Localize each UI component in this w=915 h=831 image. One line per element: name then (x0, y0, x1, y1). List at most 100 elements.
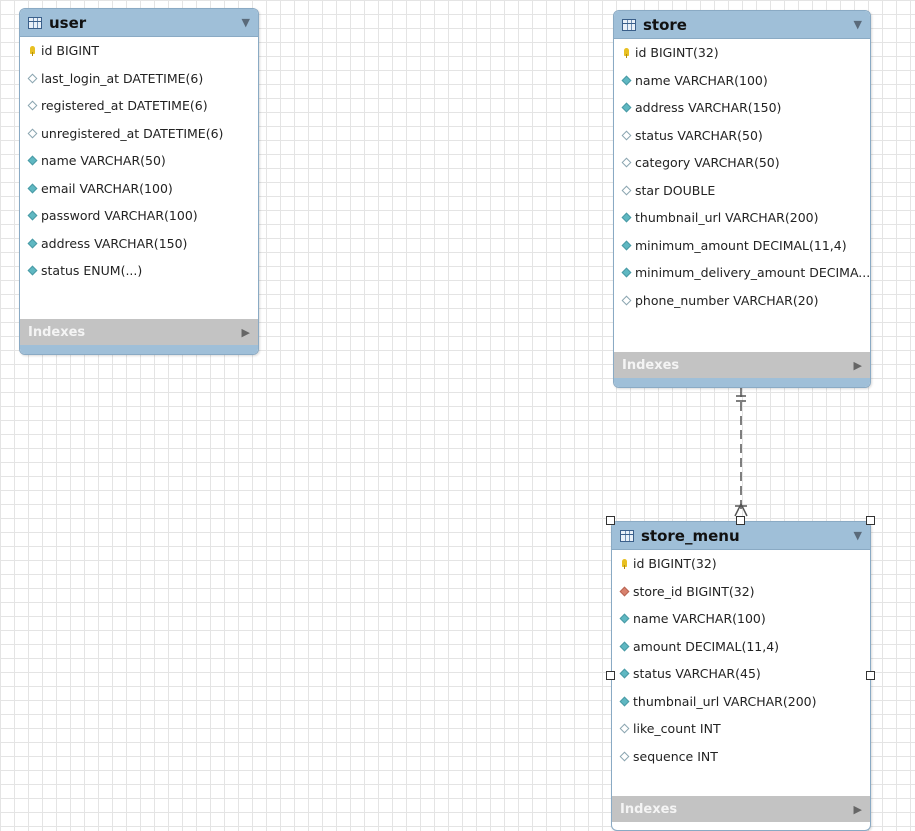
resize-handle-middle-left[interactable] (606, 671, 615, 680)
column-row[interactable]: status ENUM(...) (20, 257, 258, 285)
column-label: registered_at DATETIME(6) (41, 98, 208, 114)
column-row[interactable]: status VARCHAR(50) (614, 122, 870, 150)
column-label: thumbnail_url VARCHAR(200) (633, 693, 817, 709)
table-title: store (643, 15, 687, 34)
column-label: status VARCHAR(45) (633, 666, 761, 682)
expand-arrow-icon[interactable]: ▶ (241, 325, 250, 339)
column-row[interactable]: minimum_delivery_amount DECIMA... (614, 259, 870, 287)
not-null-diamond-icon (621, 240, 631, 251)
column-label: minimum_amount DECIMAL(11,4) (635, 237, 847, 253)
column-label: thumbnail_url VARCHAR(200) (635, 210, 819, 226)
column-list: id BIGINT(32) store_id BIGINT(32) name VAR… (612, 550, 870, 770)
not-null-diamond-icon (619, 696, 629, 707)
column-row[interactable]: minimum_amount DECIMAL(11,4) (614, 232, 870, 260)
not-null-diamond-icon (27, 155, 37, 166)
nullable-diamond-icon (27, 73, 37, 84)
column-row[interactable]: id BIGINT (20, 37, 258, 65)
nullable-diamond-icon (27, 100, 37, 111)
column-label: star DOUBLE (635, 182, 716, 198)
nullable-diamond-icon (621, 130, 631, 141)
column-row[interactable]: id BIGINT(32) (612, 550, 870, 578)
table-user[interactable]: user ▼ id BIGINT last_login_at DATETIME(6… (19, 8, 259, 355)
not-null-diamond-icon (27, 183, 37, 194)
nullable-diamond-icon (621, 295, 631, 306)
column-label: name VARCHAR(100) (633, 611, 766, 627)
table-icon (622, 18, 636, 31)
column-row[interactable]: registered_at DATETIME(6) (20, 92, 258, 120)
column-row[interactable]: address VARCHAR(150) (20, 230, 258, 258)
column-label: phone_number VARCHAR(20) (635, 292, 819, 308)
table-store[interactable]: store ▼ id BIGINT(32) name VARCHAR(100) ad… (613, 10, 871, 388)
column-row[interactable]: star DOUBLE (614, 177, 870, 205)
nullable-diamond-icon (619, 723, 629, 734)
not-null-diamond-icon (621, 75, 631, 86)
column-row[interactable]: password VARCHAR(100) (20, 202, 258, 230)
column-label: address VARCHAR(150) (635, 100, 782, 116)
primary-key-icon (621, 47, 631, 58)
not-null-diamond-icon (619, 668, 629, 679)
table-footer (614, 378, 870, 387)
column-label: minimum_delivery_amount DECIMA... (635, 265, 870, 281)
indexes-section[interactable]: Indexes ▶ (614, 352, 870, 378)
column-label: like_count INT (633, 721, 721, 737)
column-row[interactable]: sequence INT (612, 743, 870, 771)
column-label: name VARCHAR(100) (635, 72, 768, 88)
nullable-diamond-icon (621, 185, 631, 196)
expand-arrow-icon[interactable]: ▶ (853, 358, 862, 372)
column-row[interactable]: name VARCHAR(100) (612, 605, 870, 633)
collapse-chevron-icon[interactable]: ▼ (853, 18, 862, 31)
column-row[interactable]: like_count INT (612, 715, 870, 743)
column-label: id BIGINT(32) (635, 45, 719, 61)
column-row[interactable]: category VARCHAR(50) (614, 149, 870, 177)
primary-key-icon (27, 45, 37, 56)
column-row[interactable]: address VARCHAR(150) (614, 94, 870, 122)
column-label: last_login_at DATETIME(6) (41, 70, 204, 86)
not-null-diamond-icon (619, 613, 629, 624)
not-null-diamond-icon (27, 265, 37, 276)
indexes-label: Indexes (622, 357, 680, 373)
column-label: address VARCHAR(150) (41, 235, 188, 251)
column-label: category VARCHAR(50) (635, 155, 780, 171)
column-list: id BIGINT(32) name VARCHAR(100) address VA… (614, 39, 870, 314)
primary-key-icon (619, 558, 629, 569)
column-row[interactable]: phone_number VARCHAR(20) (614, 287, 870, 315)
column-row[interactable]: thumbnail_url VARCHAR(200) (614, 204, 870, 232)
collapse-chevron-icon[interactable]: ▼ (853, 529, 862, 542)
indexes-label: Indexes (28, 324, 86, 340)
nullable-diamond-icon (619, 751, 629, 762)
collapse-chevron-icon[interactable]: ▼ (241, 16, 250, 29)
column-row[interactable]: unregistered_at DATETIME(6) (20, 120, 258, 148)
column-label: id BIGINT (41, 43, 100, 59)
table-footer (20, 345, 258, 354)
table-header[interactable]: user ▼ (20, 9, 258, 37)
indexes-section[interactable]: Indexes ▶ (20, 319, 258, 345)
not-null-diamond-icon (621, 102, 631, 113)
table-title: store_menu (641, 526, 740, 545)
resize-handle-top-left[interactable] (606, 516, 615, 525)
column-row[interactable]: thumbnail_url VARCHAR(200) (612, 688, 870, 716)
column-label: store_id BIGINT(32) (633, 583, 755, 599)
not-null-diamond-icon (621, 267, 631, 278)
column-row[interactable]: store_id BIGINT(32) (612, 578, 870, 606)
expand-arrow-icon[interactable]: ▶ (853, 802, 862, 816)
column-row[interactable]: last_login_at DATETIME(6) (20, 65, 258, 93)
resize-handle-top-right[interactable] (866, 516, 875, 525)
indexes-section[interactable]: Indexes ▶ (612, 796, 870, 822)
table-header[interactable]: store_menu ▼ (612, 522, 870, 550)
table-header[interactable]: store ▼ (614, 11, 870, 39)
not-null-diamond-icon (621, 212, 631, 223)
column-label: name VARCHAR(50) (41, 153, 166, 169)
column-label: sequence INT (633, 748, 718, 764)
column-row[interactable]: amount DECIMAL(11,4) (612, 633, 870, 661)
resize-handle-top-center[interactable] (736, 516, 745, 525)
table-store-menu[interactable]: store_menu ▼ id BIGINT(32) store_id BIGIN… (611, 521, 871, 831)
not-null-diamond-icon (619, 641, 629, 652)
column-label: email VARCHAR(100) (41, 180, 173, 196)
column-row[interactable]: email VARCHAR(100) (20, 175, 258, 203)
column-row[interactable]: id BIGINT(32) (614, 39, 870, 67)
column-row[interactable]: name VARCHAR(100) (614, 67, 870, 95)
resize-handle-middle-right[interactable] (866, 671, 875, 680)
column-row[interactable]: name VARCHAR(50) (20, 147, 258, 175)
column-row[interactable]: status VARCHAR(45) (612, 660, 870, 688)
